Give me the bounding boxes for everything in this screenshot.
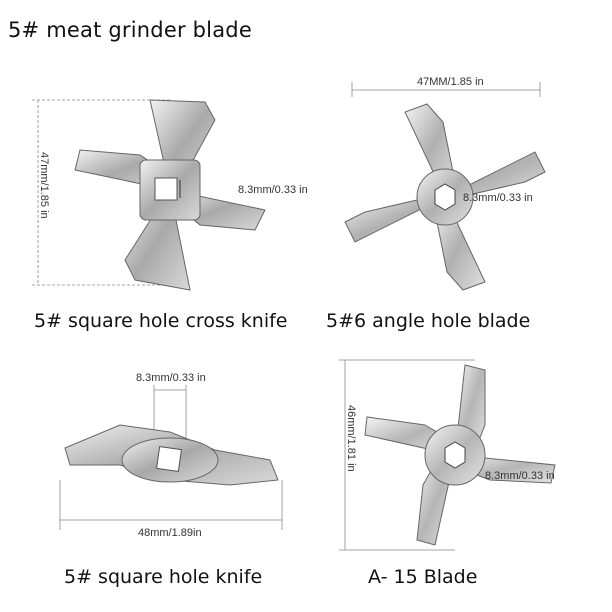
cross-knife-illustration bbox=[32, 99, 266, 291]
size-label: 47MM/1.85 in bbox=[417, 76, 484, 88]
size-label: 47mm/1.85 in bbox=[38, 152, 50, 219]
angle-hole-blade-figure: 47MM/1.85 in 8.3mm/0.33 in bbox=[335, 72, 605, 302]
square-knife-illustration bbox=[59, 385, 283, 530]
angle-blade-illustration bbox=[344, 82, 546, 291]
hole-label: 8.3mm/0.33 in bbox=[463, 192, 533, 204]
page-title: 5# meat grinder blade bbox=[8, 18, 252, 42]
product-caption: 5# square hole cross knife bbox=[34, 310, 288, 332]
product-caption: 5#6 angle hole blade bbox=[326, 310, 531, 332]
square-hole-knife-figure: 8.3mm/0.33 in 48mm/1.89in bbox=[50, 370, 300, 550]
a15-blade-illustration bbox=[339, 359, 556, 551]
a15-blade-figure: 46mm/1.81 in 8.3mm/0.33 in bbox=[325, 355, 605, 555]
product-caption: 5# square hole knife bbox=[64, 566, 263, 588]
hole-label: 8.3mm/0.33 in bbox=[485, 470, 555, 482]
square-hole-cross-knife-figure: 47mm/1.85 in 8.3mm/0.33 in bbox=[20, 80, 310, 310]
product-caption: A- 15 Blade bbox=[368, 566, 478, 588]
size-label: 46mm/1.81 in bbox=[345, 405, 357, 472]
hole-label: 8.3mm/0.33 in bbox=[136, 372, 206, 384]
size-label: 48mm/1.89in bbox=[138, 527, 202, 539]
hole-label: 8.3mm/0.33 in bbox=[238, 184, 308, 196]
